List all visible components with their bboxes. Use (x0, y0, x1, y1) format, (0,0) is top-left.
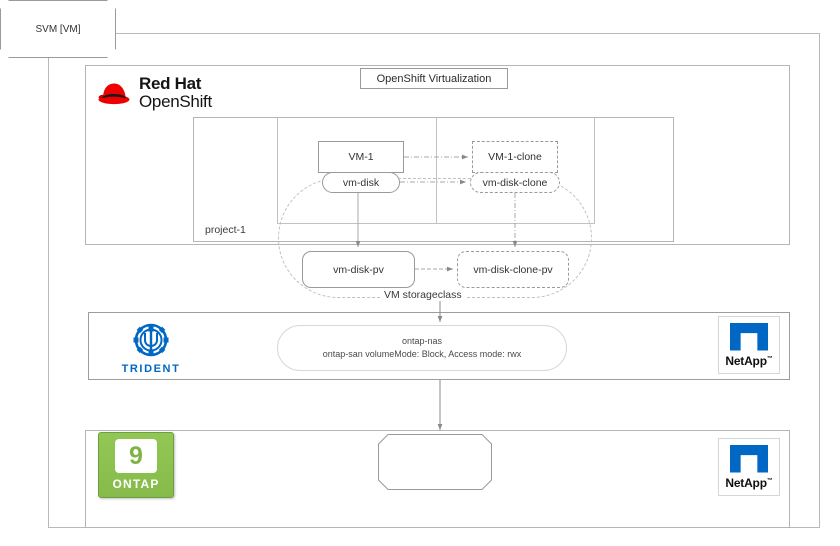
node-vm1-clone[interactable]: VM-1-clone (472, 141, 558, 173)
node-vm-disk[interactable]: vm-disk (322, 172, 400, 193)
netapp-wordmark: NetApp™ (725, 476, 772, 490)
redhat-label: Red Hat (139, 74, 202, 94)
vm-storageclass-label: VM storageclass (380, 289, 466, 301)
openshift-virtualization-label: OpenShift Virtualization (360, 68, 508, 89)
ontap-wordmark: ONTAP (112, 477, 160, 491)
netapp-wordmark: NetApp™ (725, 354, 772, 368)
netapp-trademark: ™ (766, 477, 773, 484)
ontap9-logo: 9 ONTAP (98, 432, 174, 498)
node-vm-disk-clone[interactable]: vm-disk-clone (470, 172, 560, 193)
netapp-logo-ontap: NetApp™ (718, 438, 780, 496)
netapp-logo-trident: NetApp™ (718, 316, 780, 374)
svm-box-outline (378, 434, 492, 490)
project-label: project-1 (205, 224, 246, 236)
node-svm[interactable]: SVM [VM] (0, 0, 116, 58)
netapp-mark-icon (730, 322, 768, 351)
vm-inner-divider (436, 117, 437, 224)
svm-label: SVM [VM] (35, 23, 81, 35)
redhat-openshift-wordmark: Red Hat OpenShift (139, 75, 212, 111)
node-vm-disk-pv[interactable]: vm-disk-pv (302, 251, 415, 288)
trident-backend-box[interactable]: ontap-nas ontap-san volumeMode: Block, A… (277, 325, 567, 371)
trident-logo: TRIDENT (110, 318, 192, 376)
backend-line-1: ontap-nas (401, 335, 443, 346)
redhat-fedora-icon (98, 83, 130, 105)
redhat-openshift-logo: Red Hat OpenShift (95, 70, 245, 116)
node-vm1[interactable]: VM-1 (318, 141, 404, 173)
netapp-mark-icon (730, 444, 768, 473)
node-vm-disk-clone-pv[interactable]: vm-disk-clone-pv (457, 251, 569, 288)
netapp-trademark: ™ (766, 355, 773, 362)
openshift-label: OpenShift (139, 92, 212, 111)
backend-line-2: ontap-san volumeMode: Block, Access mode… (322, 349, 522, 359)
netapp-word-text: NetApp (725, 353, 767, 368)
trident-wordmark: TRIDENT (121, 362, 181, 375)
ontap-version-badge: 9 (115, 439, 157, 473)
netapp-word-text: NetApp (725, 475, 767, 490)
trident-gear-icon (133, 323, 169, 356)
